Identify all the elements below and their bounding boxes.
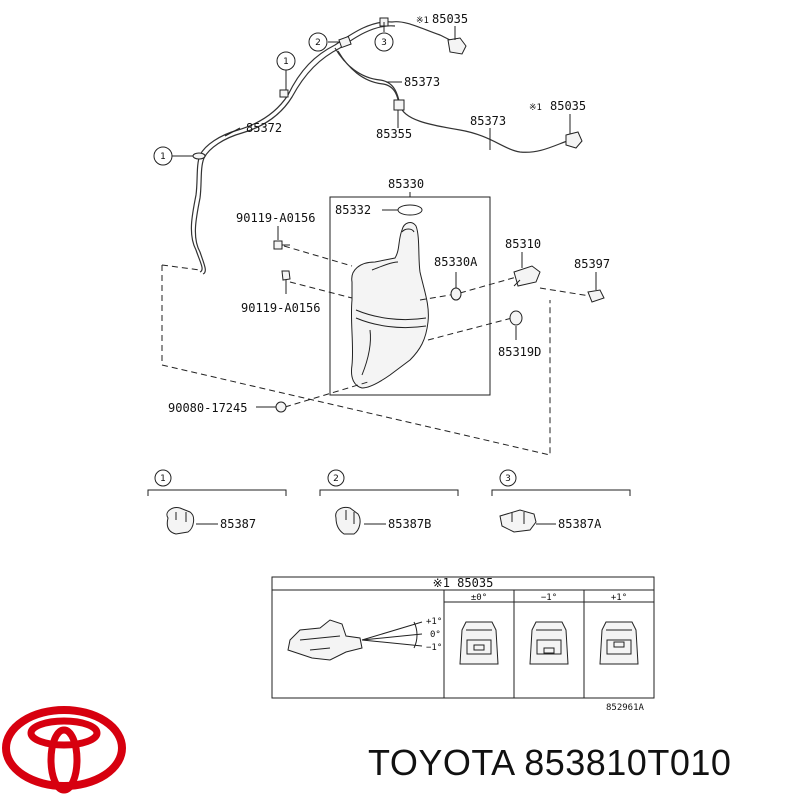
tank-leader-lines	[256, 226, 597, 408]
nozzle-angle-inset: ※1 85035 ±0° −1° +1° +1° 0° −1°	[271, 576, 655, 713]
nozzle-view-minus1	[529, 621, 569, 665]
tank-labels: 90119-A0156 90119-A0156 85330A 85310 853…	[168, 211, 610, 415]
detail-circle-3: 3	[505, 474, 511, 484]
label-85332: 85332	[335, 203, 371, 217]
label-85035-top: 85035	[432, 12, 468, 26]
label-85330A: 85330A	[434, 255, 478, 269]
label-85387B: 85387B	[388, 517, 431, 531]
dashed-leaders	[161, 245, 591, 456]
label-85319D: 85319D	[498, 345, 541, 359]
label-85310: 85310	[505, 237, 541, 251]
angle-zero: 0°	[430, 630, 441, 640]
label-90119-upper: 90119-A0156	[236, 211, 315, 225]
inset-title: ※1 85035	[433, 576, 494, 590]
nozzle-view-plus1	[599, 621, 639, 665]
note-mark-right: ※1	[529, 103, 542, 113]
label-90080: 90080-17245	[168, 401, 247, 415]
inset-col-plus1: +1°	[611, 593, 627, 603]
clip-details: 1 85387 2 85387B 3 85387A	[147, 469, 631, 535]
inset-col-minus1: −1°	[541, 593, 557, 603]
circle-1-left: 1	[160, 152, 166, 162]
figure-id: 852961A	[606, 703, 645, 713]
angle-plus1: +1°	[426, 617, 442, 627]
circle-callouts-top: 2 1 3 1	[153, 32, 394, 166]
tank-fittings	[273, 240, 605, 413]
nozzle-view-0	[459, 621, 499, 665]
washer-hoses	[190, 17, 583, 275]
label-85387: 85387	[220, 517, 256, 531]
detail-circle-1: 1	[160, 474, 166, 484]
label-85372: 85372	[246, 121, 282, 135]
washer-tank-assembly: 85330 85332	[329, 177, 491, 396]
label-85373-right: 85373	[470, 114, 506, 128]
circle-2-top: 2	[315, 38, 321, 48]
leader-lines-top	[172, 22, 571, 157]
part-labels-top: ※1 85035 85373 85355 85373 ※1 85035 8537…	[246, 12, 586, 141]
detail-circle-2: 2	[333, 474, 339, 484]
label-85373-top: 85373	[404, 75, 440, 89]
label-85035-right: 85035	[550, 99, 586, 113]
label-85387A: 85387A	[558, 517, 602, 531]
note-mark-top: ※1	[416, 16, 429, 26]
label-90119-lower: 90119-A0156	[241, 301, 320, 315]
angle-minus1: −1°	[426, 643, 442, 653]
toyota-logo	[2, 706, 126, 794]
circle-1-top: 1	[283, 57, 289, 67]
circle-3-top: 3	[381, 38, 387, 48]
inset-col-0: ±0°	[471, 593, 487, 603]
brand-part-number: TOYOTA 853810T010	[368, 742, 732, 783]
label-85397: 85397	[574, 257, 610, 271]
label-85355: 85355	[376, 127, 412, 141]
label-85330: 85330	[388, 177, 424, 191]
